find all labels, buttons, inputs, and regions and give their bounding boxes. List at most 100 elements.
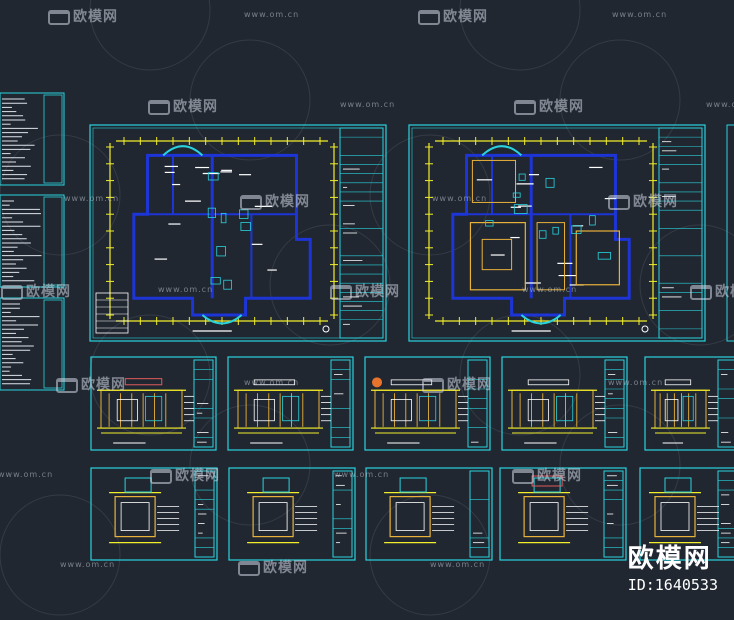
detail-sheet-frame	[90, 467, 218, 561]
watermark-circle	[639, 224, 734, 346]
detail-plan	[114, 496, 156, 538]
sofa-logo-icon	[238, 560, 260, 576]
fixture	[210, 277, 221, 285]
watermark-circle	[369, 494, 491, 616]
watermark-logo: 欧模网	[690, 281, 734, 301]
fixture	[545, 177, 555, 188]
spec-sheet	[0, 297, 65, 391]
elevation-sheet-frame	[644, 356, 734, 451]
watermark-url: www.om.cn	[244, 10, 300, 19]
fixture	[538, 230, 547, 239]
detail-inner	[660, 502, 690, 532]
fixture	[220, 212, 227, 224]
exterior-wall	[132, 153, 312, 317]
section-detail	[399, 477, 427, 493]
title-block	[469, 470, 490, 558]
fixture	[589, 215, 596, 226]
title-block	[332, 470, 353, 558]
elevation-sheet-frame	[501, 356, 628, 451]
detail-plan	[654, 496, 696, 538]
sofa-logo-icon	[1, 284, 23, 300]
sofa-logo-icon	[330, 284, 352, 300]
fixture	[240, 222, 251, 231]
watermark-url: www.om.cn	[340, 100, 396, 109]
coffee-table	[481, 238, 513, 271]
sofa-logo-icon	[514, 99, 536, 115]
model-id-label: ID:1640533	[627, 576, 718, 594]
fixture	[223, 279, 232, 290]
dining-table	[471, 159, 517, 203]
spec-sheet	[0, 194, 65, 288]
watermark-url: www.om.cn	[334, 470, 390, 479]
section-detail	[262, 477, 290, 493]
sofa-logo-icon	[512, 468, 534, 484]
section-detail	[533, 477, 561, 493]
watermark-url: www.om.cn	[706, 100, 734, 109]
bay-window	[481, 145, 523, 157]
fixture	[239, 209, 249, 219]
north-arrow-icon	[641, 325, 649, 333]
detail-inner	[258, 502, 288, 532]
watermark-logo: 欧模网	[608, 191, 678, 211]
watermark-url: www.om.cn	[244, 378, 300, 387]
watermark-url: www.om.cn	[64, 194, 120, 203]
sofa-logo-icon	[48, 9, 70, 25]
sofa-logo-icon	[148, 99, 170, 115]
watermark-url: www.om.cn	[522, 285, 578, 294]
title-block	[339, 127, 384, 339]
sofa-logo-icon	[608, 194, 630, 210]
fixture	[485, 220, 494, 227]
elevation-outline	[237, 389, 320, 429]
watermark-logo: 欧模网	[418, 6, 488, 26]
title-block	[658, 127, 703, 339]
fixture	[552, 226, 559, 235]
ceiling-detail	[527, 379, 570, 386]
watermark-url: www.om.cn	[612, 10, 668, 19]
sofa-set	[469, 222, 526, 291]
cabinet	[116, 398, 138, 422]
door	[145, 395, 163, 422]
title-block	[194, 470, 215, 558]
brand-badge: 欧模网 ID:1640533	[628, 544, 718, 594]
title-block	[604, 359, 625, 448]
watermark-circle	[369, 134, 491, 256]
title-block	[717, 359, 734, 448]
watermark-url: www.om.cn	[430, 560, 486, 569]
plan-sheet-frame	[408, 124, 706, 342]
elevation-sheet-frame	[227, 356, 354, 451]
watermark-logo: 欧模网	[48, 6, 118, 26]
sofa-logo-icon	[418, 9, 440, 25]
spec-sheet	[0, 92, 65, 186]
watermark-circle	[189, 39, 311, 161]
spec-sheet-title-block	[43, 299, 63, 389]
fixture	[207, 172, 219, 181]
detail-plan	[252, 496, 294, 538]
elevation-sheet-frame	[364, 356, 491, 451]
cabinet	[390, 398, 412, 422]
watermark-circle	[559, 39, 681, 161]
legend-table	[95, 292, 129, 334]
sofa-logo-icon	[422, 377, 444, 393]
fixture	[518, 173, 526, 181]
watermark-url: www.om.cn	[608, 378, 664, 387]
sofa-logo-icon	[150, 468, 172, 484]
door	[419, 395, 437, 422]
watermark-logo: 欧模网	[56, 374, 126, 394]
watermark-url: www.om.cn	[158, 285, 214, 294]
title-block	[603, 470, 624, 558]
detail-sheet-frame	[499, 467, 627, 561]
watermark-logo: 欧模网	[514, 96, 584, 116]
watermark-circle	[89, 0, 211, 71]
bed	[575, 230, 621, 286]
watermark-logo: 欧模网	[148, 96, 218, 116]
elevation-outline	[374, 389, 457, 429]
partial-sheet	[726, 124, 734, 342]
watermark-circle	[559, 404, 681, 526]
section-detail	[124, 477, 152, 493]
detail-inner	[395, 502, 425, 532]
watermark-circle	[189, 404, 311, 526]
watermark-logo: 欧模网	[512, 465, 582, 485]
brand-name: 欧模网	[627, 544, 712, 574]
watermark-url: www.om.cn	[60, 560, 116, 569]
cabinet	[664, 398, 679, 422]
